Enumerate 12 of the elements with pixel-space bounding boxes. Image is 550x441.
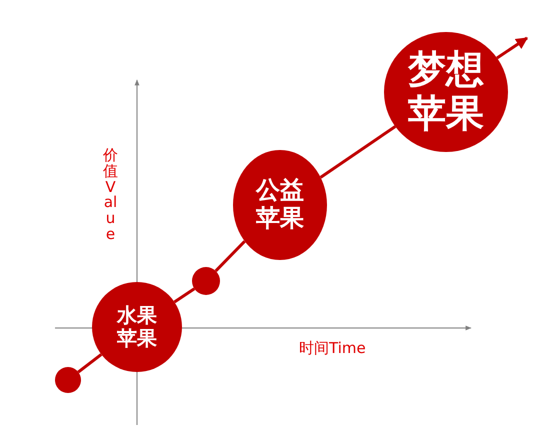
dot	[55, 367, 81, 393]
y-axis-label: 价值Value	[103, 148, 118, 242]
node-label: 水果苹果	[116, 304, 158, 350]
x-axis-label: 时间Time	[299, 339, 366, 358]
connector-line	[214, 240, 246, 272]
connector-line	[174, 288, 196, 304]
node-label: 公益苹果	[254, 177, 305, 233]
connector-line	[77, 353, 102, 374]
arrow	[496, 36, 528, 60]
connector-line	[320, 125, 396, 179]
dot	[192, 267, 220, 295]
node-label: 梦想苹果	[406, 48, 485, 136]
